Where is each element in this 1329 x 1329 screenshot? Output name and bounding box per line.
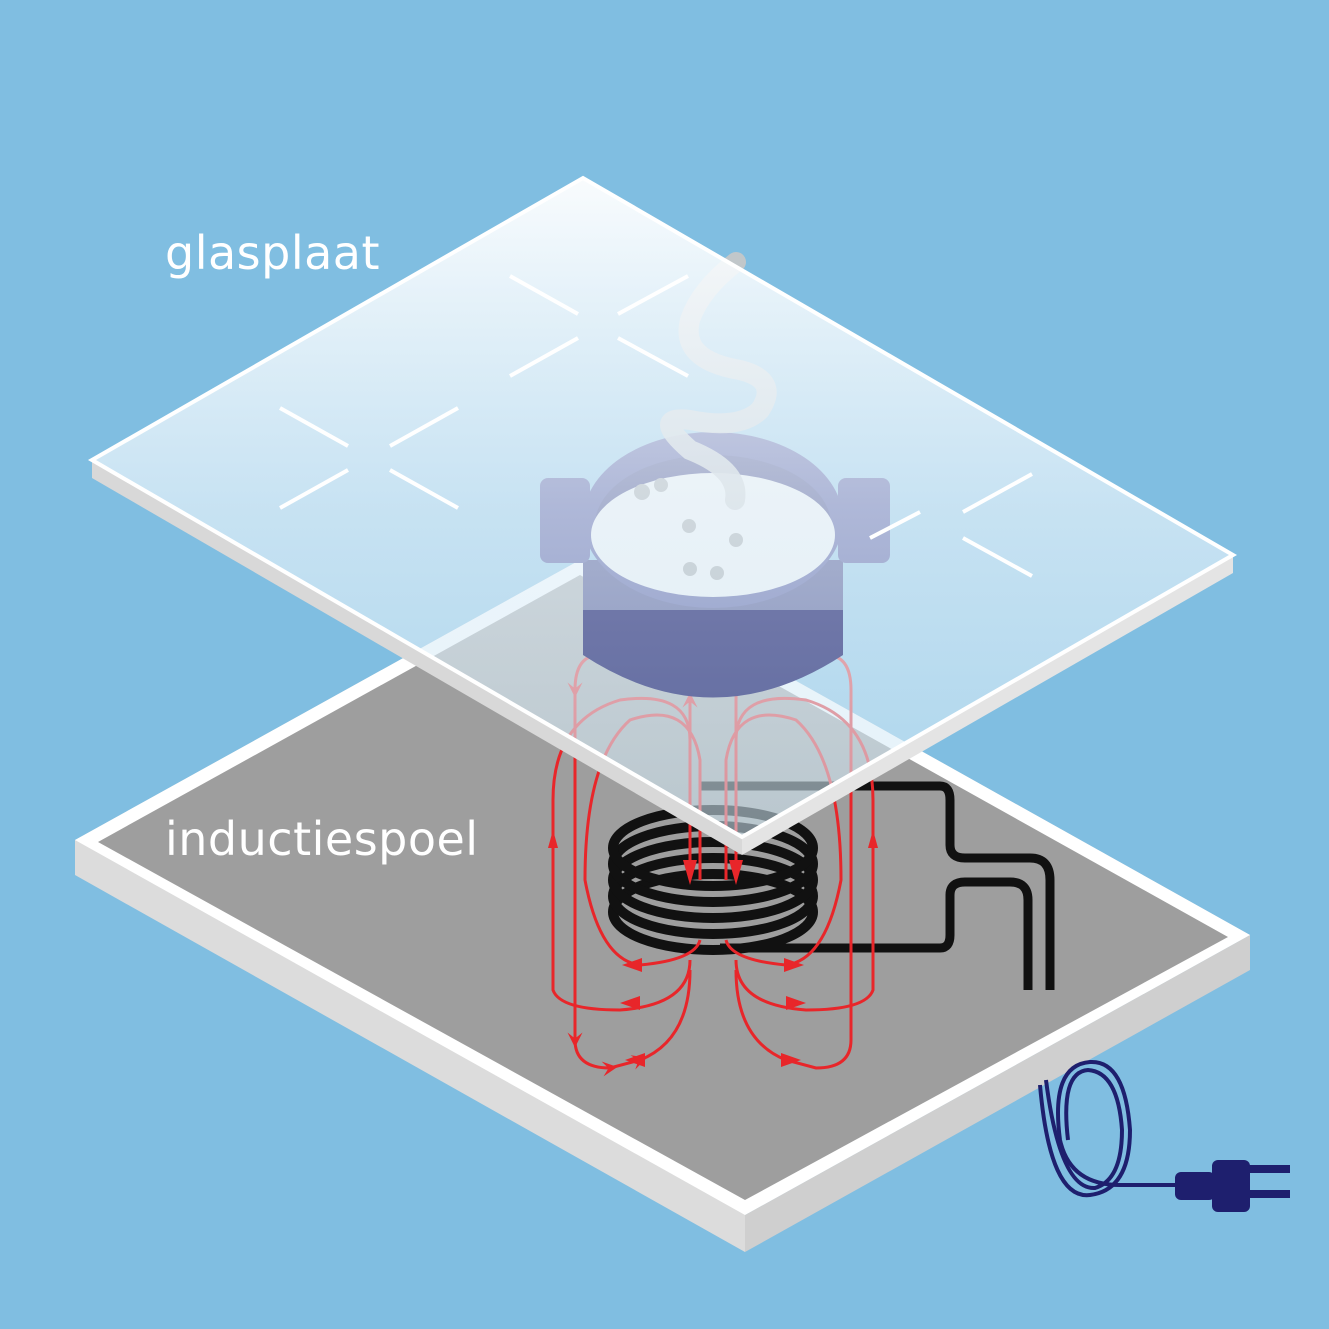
burner-markings [279,274,1033,578]
plug-icon [1175,1160,1290,1212]
glass-plate-label: glasplaat [165,226,381,280]
power-cord [1038,1059,1180,1198]
induction-coil-label: inductiespoel [165,812,479,866]
glass-plate [87,175,1238,855]
arrowheads [548,648,878,1067]
